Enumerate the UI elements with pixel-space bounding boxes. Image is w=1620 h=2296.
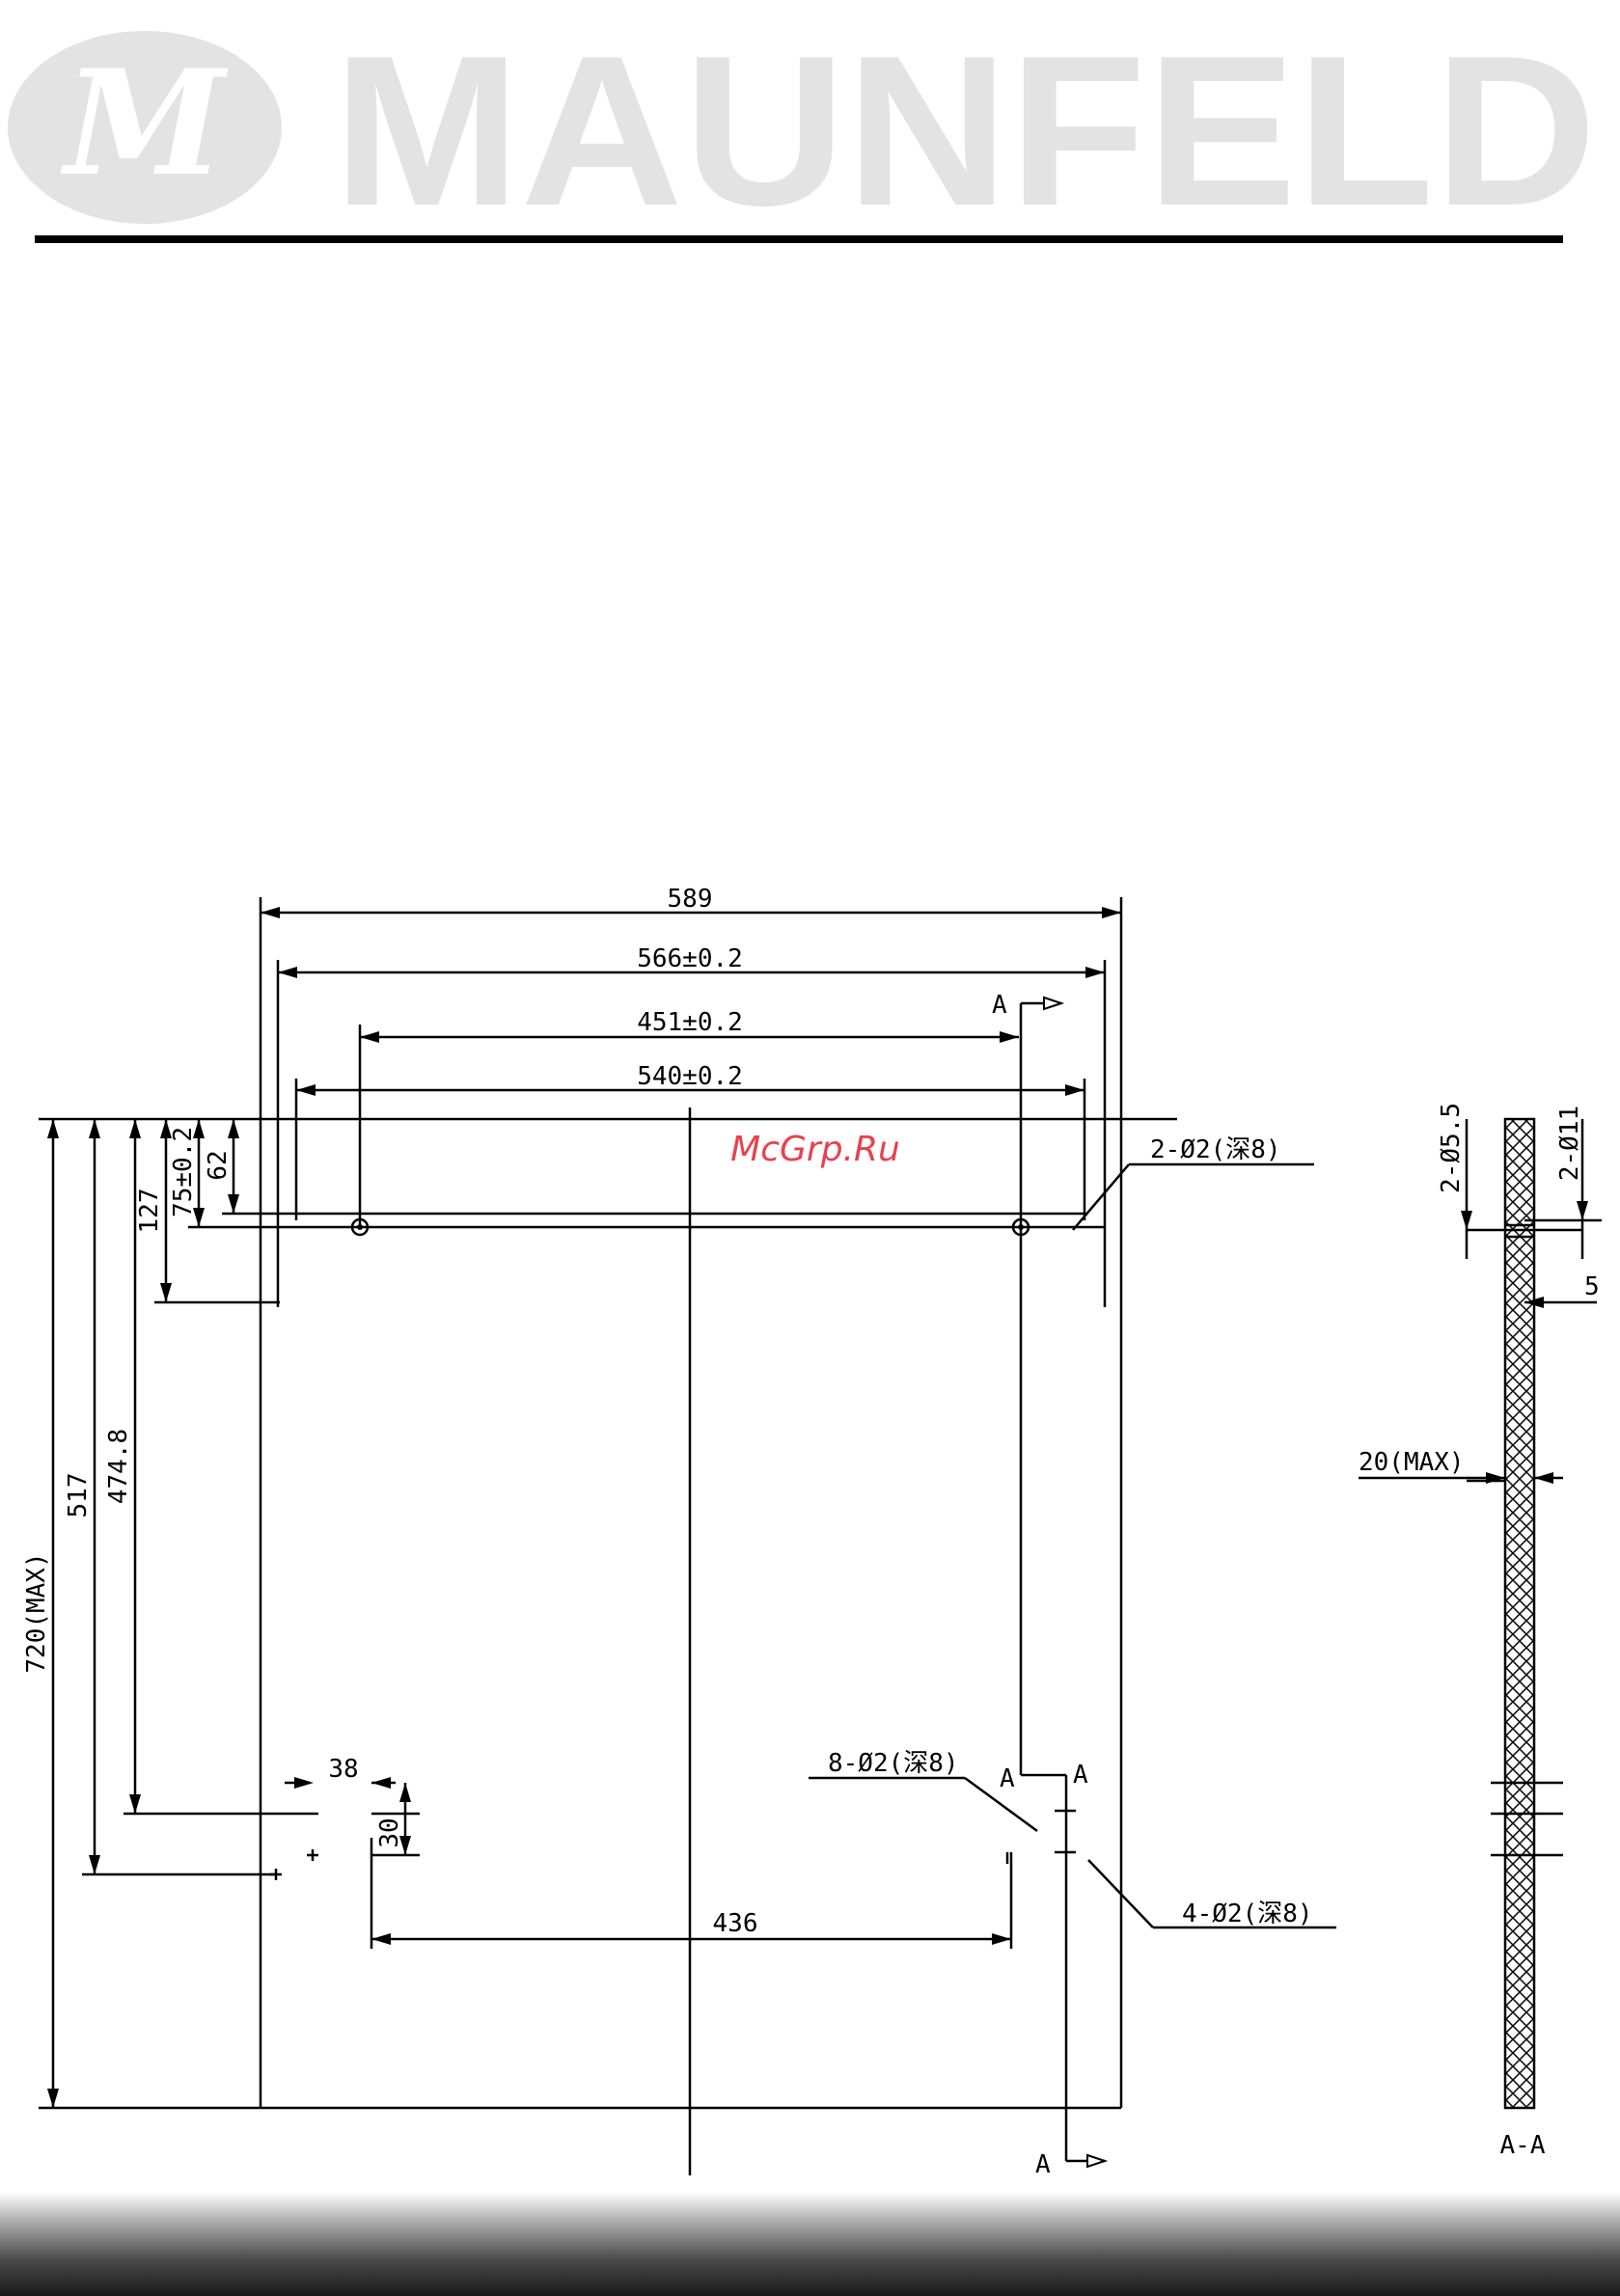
section-marker-a-top: A bbox=[992, 991, 1007, 1020]
section-dim-5: 5 bbox=[1584, 1272, 1600, 1301]
dim-height-62: 62 bbox=[204, 1150, 233, 1180]
dim-width-540: 540±0.2 bbox=[637, 1062, 743, 1091]
section-marker-a-bottom: A bbox=[1035, 2150, 1051, 2179]
callout-holes-8: 8-Ø2(深8) bbox=[828, 1749, 959, 1778]
dim-width-566: 566±0.2 bbox=[637, 944, 743, 973]
dim-30: 30 bbox=[375, 1818, 404, 1847]
section-a-a-view: 2-Ø5.5 2-Ø11 5 20(MAX) A-A bbox=[1359, 1103, 1602, 2160]
callout-holes-4: 4-Ø2(深8) bbox=[1182, 1900, 1313, 1928]
dim-width-451: 451±0.2 bbox=[637, 1008, 743, 1037]
section-dim-d11: 2-Ø11 bbox=[1555, 1106, 1584, 1181]
dim-height-75: 75±0.2 bbox=[169, 1127, 198, 1217]
section-label: A-A bbox=[1500, 2131, 1546, 2160]
dim-height-517: 517 bbox=[64, 1473, 93, 1518]
footer-bar bbox=[0, 2192, 1620, 2296]
section-dim-thickness: 20(MAX) bbox=[1359, 1448, 1465, 1477]
dim-38: 38 bbox=[328, 1755, 358, 1784]
watermark-text: McGrp.Ru bbox=[730, 1130, 900, 1169]
dim-height-max: 720(MAX) bbox=[22, 1552, 51, 1673]
dim-436: 436 bbox=[713, 1909, 758, 1938]
callout-holes-top: 2-Ø2(深8) bbox=[1150, 1135, 1281, 1164]
dim-overall-width: 589 bbox=[668, 885, 713, 914]
section-dim-d55: 2-Ø5.5 bbox=[1437, 1103, 1466, 1193]
dim-height-474: 474.8 bbox=[104, 1429, 133, 1504]
section-marker-a-mid-left: A bbox=[1000, 1764, 1015, 1793]
dim-height-127: 127 bbox=[135, 1189, 164, 1234]
section-marker-a-mid-right: A bbox=[1073, 1761, 1088, 1790]
